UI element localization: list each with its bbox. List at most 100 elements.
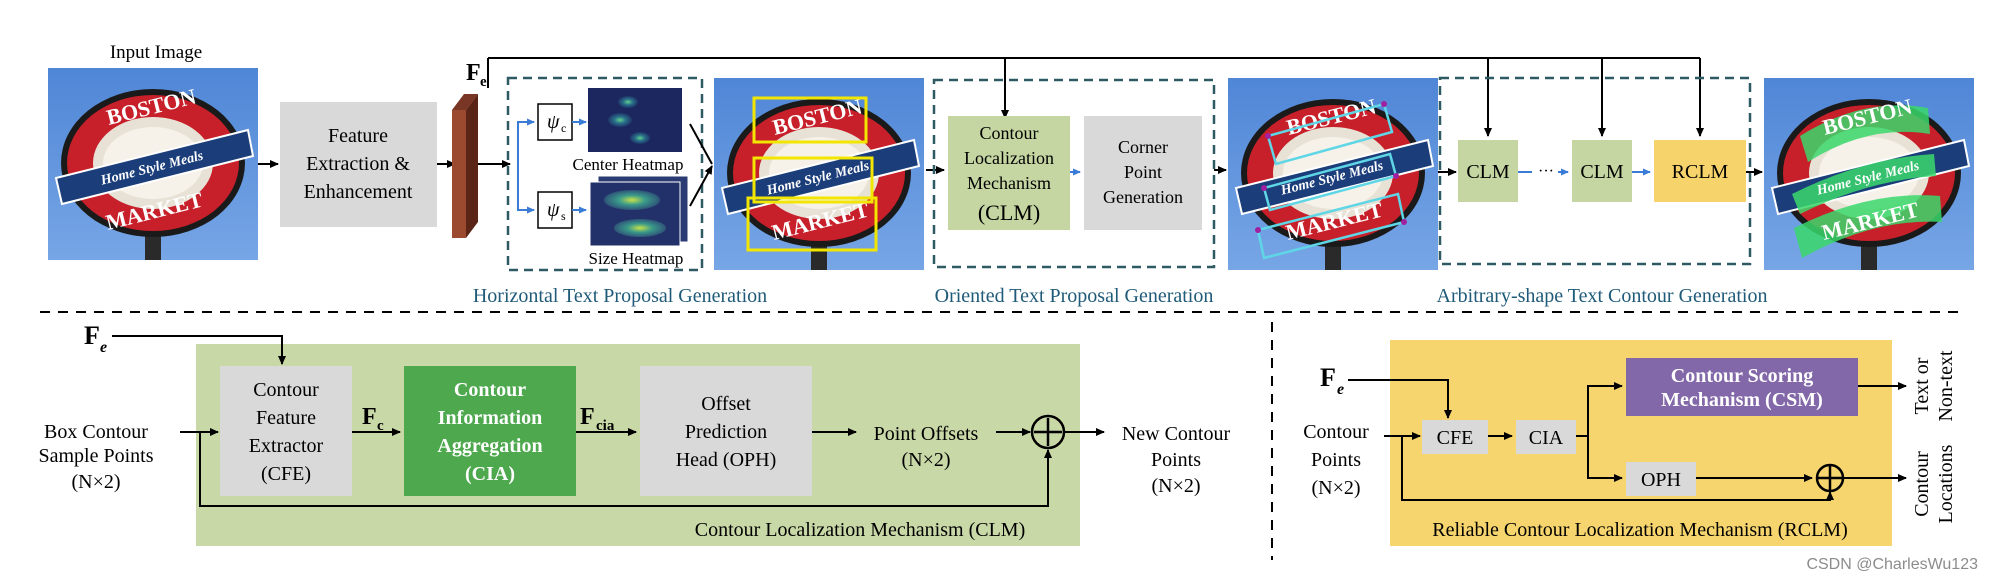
fcia-sub: cia [596,418,615,434]
svg-text:(CIA): (CIA) [465,463,515,485]
clm-box-top: Contour Localization Mechanism (CLM) [948,116,1070,230]
cfe-box: Contour Feature Extractor (CFE) [220,366,352,496]
svg-text:Prediction: Prediction [685,421,767,443]
rclm-cia-box: CIA [1516,420,1576,454]
svg-text:Feature: Feature [256,407,316,429]
clm-input-label: Box Contour Sample Points (N×2) [38,421,153,493]
horizontal-proposal-frame [506,76,704,272]
feature-map-block [452,94,478,238]
rclm-input-label: Contour Points (N×2) [1303,421,1369,499]
oph-box: Offset Prediction Head (OPH) [640,366,812,496]
svg-text:(N×2): (N×2) [71,471,120,493]
svg-text:Point: Point [1124,162,1162,182]
svg-text:Locations: Locations [1935,444,1957,523]
svg-text:(CFE): (CFE) [261,463,311,485]
svg-text:CLM: CLM [1466,161,1510,183]
new-contour-label: New Contour Points (N×2) [1122,423,1231,497]
svg-text:(N×2): (N×2) [1311,477,1360,499]
svg-text:Mechanism (CSM): Mechanism (CSM) [1661,389,1823,411]
input-image-label: Input Image [110,42,202,63]
cia-box: Contour Information Aggregation (CIA) [404,366,576,496]
rclm-fe-label: F [1320,363,1336,392]
svg-text:(N×2): (N×2) [1151,475,1200,497]
svg-text:Contour: Contour [979,123,1038,143]
svg-text:Box Contour: Box Contour [44,421,148,443]
svg-text:Generation: Generation [1103,187,1183,207]
svg-text:Offset: Offset [701,393,751,415]
center-heatmap-label: Center Heatmap [573,155,684,174]
clm-box-2: CLM [1572,140,1632,202]
fe-label: F [466,60,481,86]
fe-sub: e [480,74,487,90]
svg-text:Information: Information [438,407,542,429]
text-score-output: Text or Non-text [1911,350,1957,422]
corner-point-box: Corner Point Generation [1084,116,1202,230]
svg-text:(N×2): (N×2) [901,449,950,471]
size-heatmap [589,175,689,247]
svg-text:Enhancement: Enhancement [304,181,413,203]
svg-text:Localization: Localization [964,148,1054,168]
svg-text:Mechanism: Mechanism [967,173,1051,193]
oriented-proposal-frame [932,78,1216,269]
svg-text:Contour: Contour [253,379,319,401]
oriented-proposal-image: BOSTON Home Style Meals MARKET [1227,77,1439,271]
svg-text:OPH: OPH [1641,469,1681,491]
caption-arbitrary: Arbitrary-shape Text Contour Generation [1437,285,1768,307]
fc-label: F [362,404,377,430]
clm-fe-sub: e [100,339,107,356]
svg-text:Corner: Corner [1118,137,1168,157]
svg-text:Contour: Contour [1303,421,1369,443]
svg-text:Text or: Text or [1911,357,1933,414]
rclm-add-operator [1815,463,1845,493]
svg-text:Contour: Contour [1911,451,1933,517]
rclm-oph-box: OPH [1626,462,1696,496]
feature-extraction-box: Feature Extraction & Enhancement [280,102,437,227]
caption-oriented: Oriented Text Proposal Generation [935,285,1214,307]
rclm-fe-sub: e [1337,381,1344,398]
final-contour-image: BOSTON Home Style Meals MARKET [1763,77,1975,271]
svg-text:(CLM): (CLM) [978,200,1040,225]
fcia-label: F [580,404,595,430]
svg-text:Head (OPH): Head (OPH) [676,449,777,471]
clm-fe-label: F [84,321,100,350]
csm-box: Contour Scoring Mechanism (CSM) [1626,358,1858,416]
rclm-caption: Reliable Contour Localization Mechanism … [1432,519,1847,541]
svg-text:Points: Points [1151,449,1201,471]
clm-box-1: CLM [1458,140,1518,202]
svg-text:Extraction &: Extraction & [306,153,410,175]
svg-text:Non-text: Non-text [1935,350,1957,422]
center-heatmap [588,88,682,152]
contour-location-output: Contour Locations [1911,444,1957,523]
svg-text:ψ: ψ [547,111,560,133]
horizontal-proposal-image: BOSTON Home Style Meals MARKET [713,77,925,271]
watermark: CSDN @CharlesWu123 [1806,556,1978,573]
rclm-cfe-box: CFE [1422,420,1488,454]
svg-text:Contour: Contour [454,379,526,401]
svg-text:Points: Points [1311,449,1361,471]
svg-text:Point Offsets: Point Offsets [874,423,979,445]
psi-c-head: ψ c [537,103,573,141]
caption-horizontal: Horizontal Text Proposal Generation [473,285,767,307]
svg-text:CFE: CFE [1437,427,1474,449]
arbitrary-contour-frame [1438,76,1752,266]
fc-sub: c [377,418,384,434]
svg-text:CLM: CLM [1580,161,1624,183]
svg-text:s: s [561,209,566,223]
point-offsets-label: Point Offsets (N×2) [874,423,979,471]
size-heatmap-label: Size Heatmap [589,249,684,268]
psi-s-head: ψ s [537,191,573,229]
svg-text:CIA: CIA [1529,427,1564,449]
svg-text:c: c [561,121,566,135]
svg-text:Contour Scoring: Contour Scoring [1671,365,1813,387]
svg-text:Extractor: Extractor [249,435,324,457]
svg-text:RCLM: RCLM [1672,161,1729,183]
input-image: BOSTON Home Style Meals MARKET [47,67,259,261]
rclm-box-top: RCLM [1654,140,1746,202]
svg-text:Sample Points: Sample Points [38,445,153,467]
svg-text:Feature: Feature [328,125,388,147]
svg-text:ψ: ψ [547,199,560,221]
svg-text:New Contour: New Contour [1122,423,1231,445]
clm-caption: Contour Localization Mechanism (CLM) [695,519,1025,541]
add-operator [1030,414,1066,450]
repeat-dots: ··· [1538,163,1554,180]
